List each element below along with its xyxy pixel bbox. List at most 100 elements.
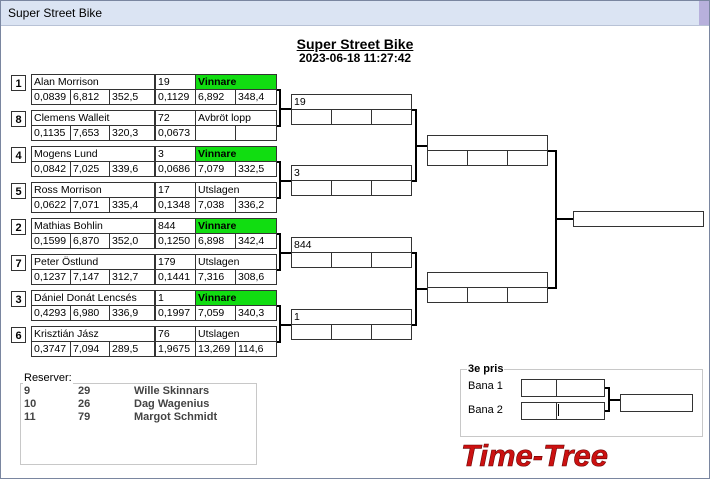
round2-match-4-top[interactable]: 1	[291, 309, 412, 325]
speed: 335,4	[109, 197, 155, 213]
lane2-box-a[interactable]	[521, 402, 557, 420]
r1-reaction-time: 0,1129	[155, 89, 196, 105]
rider-name[interactable]: Mathias Bohlin	[31, 218, 155, 234]
semi-match-1-top[interactable]	[427, 135, 548, 151]
final-box[interactable]	[573, 211, 704, 227]
rider-name[interactable]: Peter Östlund	[31, 254, 155, 270]
result-label: Utslagen	[195, 326, 277, 342]
reaction-time: 0,0842	[31, 161, 71, 177]
r1-et-time: 7,038	[195, 197, 236, 213]
bracket-line	[415, 288, 427, 290]
r1-et-time: 6,892	[195, 89, 236, 105]
round2-match-1-b3	[371, 109, 412, 125]
round2-match-1-b1	[291, 109, 332, 125]
semi-match-2-top[interactable]	[427, 272, 548, 288]
r1-speed: 340,3	[235, 305, 277, 321]
r1-reaction-time: 0,1348	[155, 197, 196, 213]
round2-match-2-b1	[291, 180, 332, 196]
lane1-box-a[interactable]	[521, 379, 557, 397]
round2-match-4-b3	[371, 324, 412, 340]
reserve-position: 9	[24, 385, 31, 397]
reserve-number: 26	[78, 398, 91, 410]
title-bar-edge	[699, 1, 709, 25]
bracket-line	[605, 410, 609, 412]
round2-match-3-b2	[331, 252, 372, 268]
third-place-result[interactable]	[620, 394, 693, 412]
r1-reaction-time: 0,1441	[155, 269, 196, 285]
bracket-line	[277, 125, 280, 127]
et-time: 7,094	[70, 341, 110, 357]
speed: 339,6	[109, 161, 155, 177]
winner-badge: Vinnare	[195, 218, 277, 234]
rider-name[interactable]: Krisztián Jász	[31, 326, 155, 342]
rider-number[interactable]: 17	[155, 182, 196, 198]
bracket-line	[279, 252, 291, 254]
bracket-line	[277, 341, 280, 343]
bracket-line	[277, 305, 280, 307]
round2-match-3-top[interactable]: 844	[291, 237, 412, 253]
rider-name[interactable]: Mogens Lund	[31, 146, 155, 162]
bracket-line	[608, 399, 620, 401]
round2-match-2-b3	[371, 180, 412, 196]
rider-number[interactable]: 72	[155, 110, 196, 126]
page-title: Super Street Bike	[296, 36, 414, 52]
title-bar[interactable]: Super Street Bike	[1, 1, 709, 26]
rider-number[interactable]: 844	[155, 218, 196, 234]
reserve-name: Margot Schmidt	[134, 411, 218, 423]
rider-number[interactable]: 1	[155, 290, 196, 306]
r1-et-time: 13,269	[195, 341, 236, 357]
seed-number: 7	[11, 255, 26, 271]
rider-name[interactable]: Alan Morrison	[31, 74, 155, 90]
logo-text: Time-Tree	[461, 438, 608, 472]
bracket-line	[277, 269, 280, 271]
r1-reaction-time: 0,1250	[155, 233, 196, 249]
reaction-time: 0,0839	[31, 89, 71, 105]
bracket-line	[415, 145, 427, 147]
lane1-label: Bana 1	[468, 380, 503, 392]
round2-match-4-b2	[331, 324, 372, 340]
et-time: 7,071	[70, 197, 110, 213]
round2-match-4-b1	[291, 324, 332, 340]
reserve-position: 11	[24, 411, 36, 423]
time-tree-logo: Time-Tree	[461, 438, 609, 472]
rider-number[interactable]: 179	[155, 254, 196, 270]
rider-name[interactable]: Ross Morrison	[31, 182, 155, 198]
rider-number[interactable]: 76	[155, 326, 196, 342]
r1-et-time: 7,059	[195, 305, 236, 321]
bracket-line	[412, 324, 416, 326]
reserve-number: 79	[78, 411, 91, 423]
lane2-box-b[interactable]	[556, 402, 605, 420]
speed: 352,0	[109, 233, 155, 249]
rider-number[interactable]: 3	[155, 146, 196, 162]
et-time: 6,812	[70, 89, 110, 105]
bracket-line	[548, 150, 556, 152]
lane1-box-b[interactable]	[556, 379, 605, 397]
r1-speed: 114,6	[235, 341, 277, 357]
reserve-name: Wille Skinnars	[134, 385, 210, 397]
bracket-line	[412, 109, 416, 111]
reserve-name: Dag Wagenius	[134, 398, 210, 410]
reaction-time: 0,0622	[31, 197, 71, 213]
bracket-line	[277, 161, 280, 163]
rider-name[interactable]: Dániel Donát Lencsés	[31, 290, 155, 306]
result-label: Utslagen	[195, 254, 277, 270]
et-time: 6,980	[70, 305, 110, 321]
rider-number[interactable]: 19	[155, 74, 196, 90]
bracket-line	[277, 233, 280, 235]
bracket-line	[412, 252, 416, 254]
round2-match-1-top[interactable]: 19	[291, 94, 412, 110]
speed: 289,5	[109, 341, 155, 357]
reserves-panel	[20, 383, 257, 465]
semi-match-2-b3	[507, 287, 548, 303]
window-title: Super Street Bike	[8, 6, 103, 20]
rider-name[interactable]: Clemens Walleit	[31, 110, 155, 126]
et-time: 7,025	[70, 161, 110, 177]
round2-match-2-top[interactable]: 3	[291, 165, 412, 181]
seed-number: 1	[11, 75, 26, 91]
result-label: Avbröt lopp	[195, 110, 277, 126]
speed: 312,7	[109, 269, 155, 285]
bracket-line	[555, 218, 573, 220]
round2-match-3-b1	[291, 252, 332, 268]
et-time: 6,870	[70, 233, 110, 249]
seed-number: 8	[11, 111, 26, 127]
